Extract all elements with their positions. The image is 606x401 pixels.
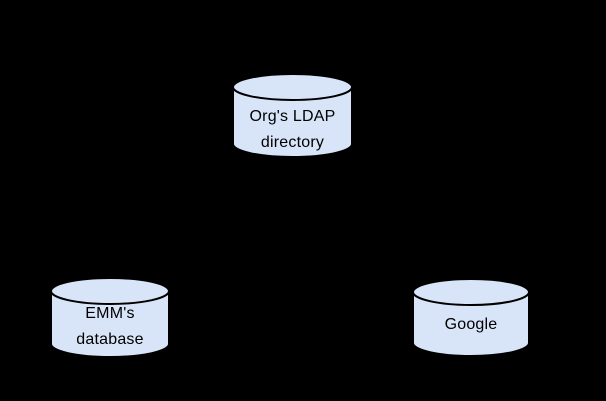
database-cylinder-icon [50,277,170,358]
node-emm-database: EMM's database [50,277,170,358]
node-google: Google [412,278,530,357]
node-org-ldap-directory: Org's LDAP directory [232,73,353,158]
database-cylinder-icon [412,278,530,357]
database-cylinder-icon [232,73,353,158]
